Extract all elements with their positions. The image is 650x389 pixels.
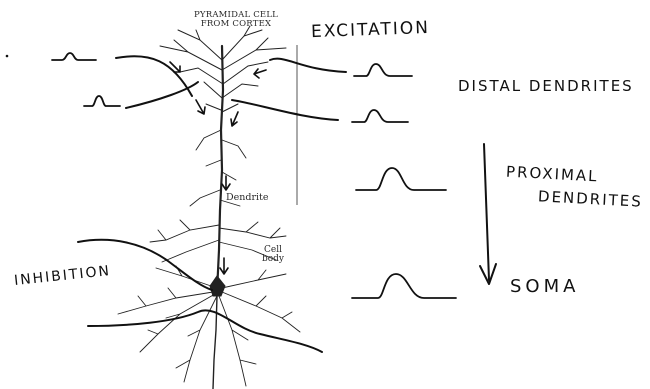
waveform-proximal <box>356 168 446 190</box>
neuron-title-line2: FROM CORTEX <box>182 20 290 29</box>
waveform-soma <box>352 274 456 298</box>
input-line-upper-right <box>270 59 346 72</box>
inhibition-line-lower <box>88 310 322 352</box>
arrow-icon <box>222 176 230 190</box>
neuron-title: PYRAMIDAL CELL FROM CORTEX <box>182 11 290 29</box>
waveform-distal-1 <box>354 64 412 76</box>
response-waveforms <box>352 64 456 298</box>
input-line-lower-right <box>232 100 338 120</box>
arrow-icon <box>254 69 266 78</box>
dendrite-label: Dendrite <box>226 193 268 203</box>
waveform-distal-2 <box>352 110 408 122</box>
basal-dendrites <box>118 266 300 386</box>
soma-body <box>210 276 225 296</box>
arrow-icon <box>220 258 228 274</box>
arrow-shaft <box>484 144 489 280</box>
arrow-icon <box>231 112 238 126</box>
input-pulses <box>52 53 120 106</box>
arrow-icon <box>196 100 205 114</box>
axon <box>213 296 217 389</box>
pulse-lower-left <box>84 96 120 106</box>
input-line-upper-left <box>116 56 192 96</box>
input-strokes <box>78 56 346 352</box>
propagation-arrow <box>480 144 496 284</box>
excitation-label: EXCITATION <box>311 18 431 42</box>
input-line-lower-left <box>126 82 198 108</box>
cell-body-label: Cell body <box>257 246 289 265</box>
distal-dendrites-label: DISTAL DENDRITES <box>458 77 634 95</box>
cell-body-label-line2: body <box>257 255 289 264</box>
pyramidal-neuron <box>118 26 300 389</box>
pulse-upper-left <box>52 53 96 60</box>
soma-label: SOMA <box>510 276 579 297</box>
stray-mark <box>6 55 9 58</box>
